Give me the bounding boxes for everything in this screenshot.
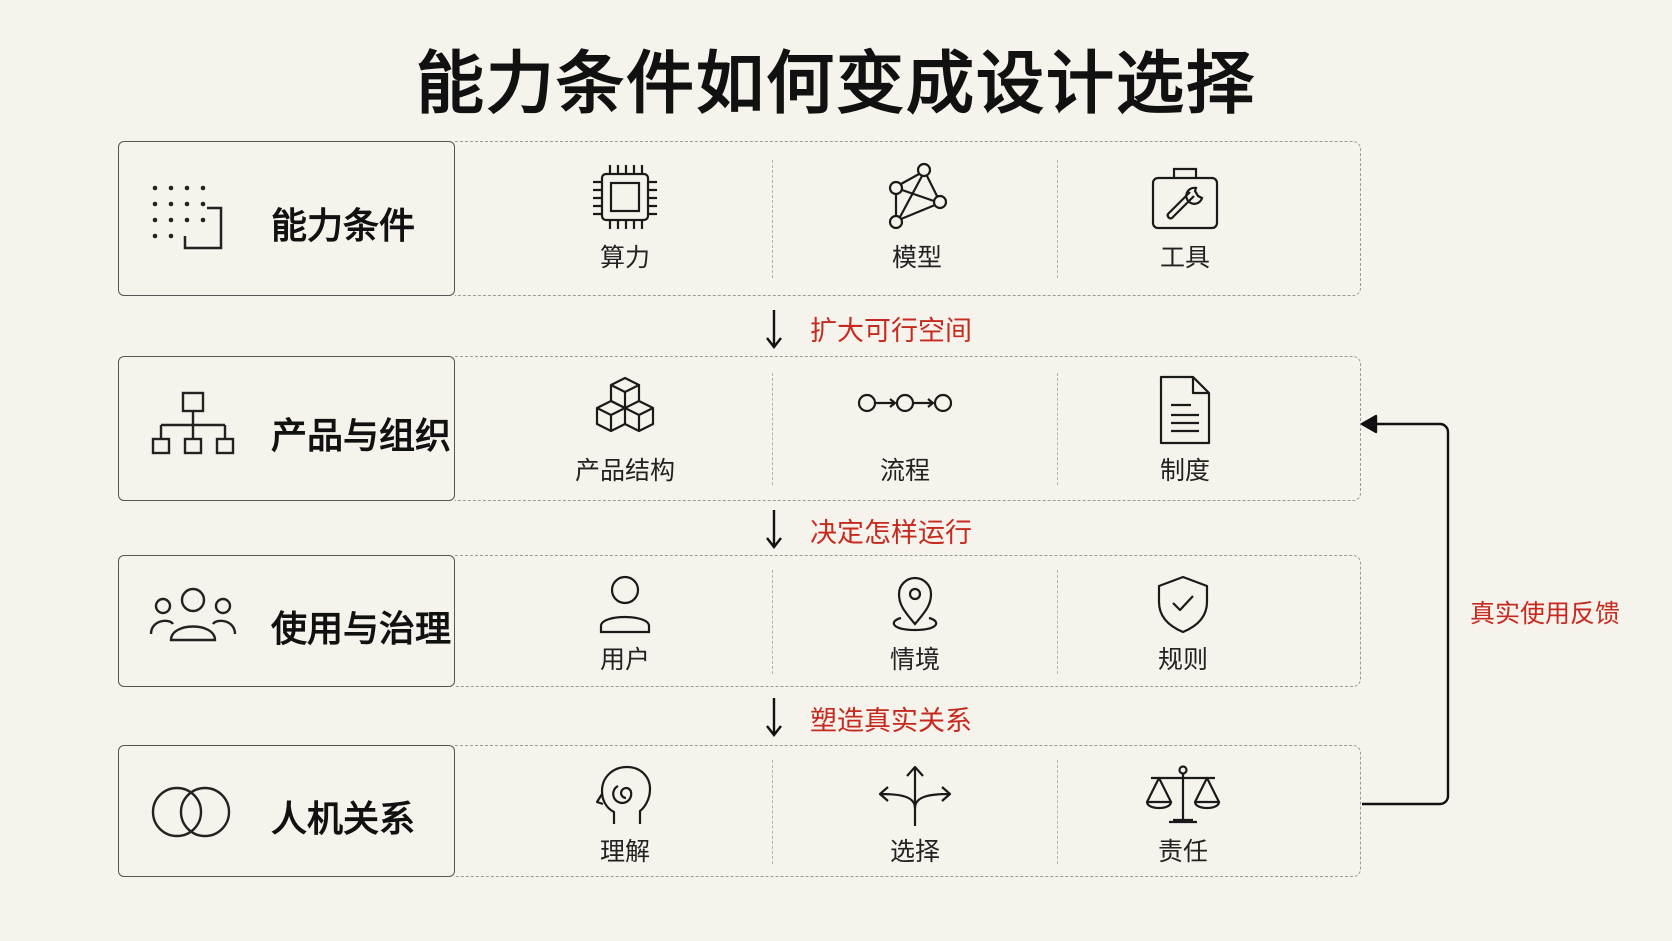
layer-items: 产品结构 流程 制度 — [455, 356, 1361, 501]
layer-items: 算力 模型 工具 — [455, 141, 1361, 296]
item-understanding: 理解 — [525, 764, 725, 868]
map-pin-icon — [892, 576, 938, 632]
layer-label-box: 产品与组织 — [118, 356, 455, 501]
feedback-label: 真实使用反馈 — [1470, 599, 1621, 628]
layer-items: 用户 情境 规则 — [455, 555, 1361, 687]
item-label: 产品结构 — [574, 456, 675, 485]
layer-label-box: 人机关系 — [118, 745, 455, 877]
column-divider — [772, 570, 773, 674]
network-graph-icon — [888, 162, 948, 230]
item-label: 模型 — [891, 243, 942, 272]
item-product-structure: 产品结构 — [525, 375, 725, 487]
branching-arrows-icon — [878, 765, 952, 826]
cubes-icon — [595, 376, 655, 433]
head-mind-icon — [595, 765, 652, 824]
layer-label-text: 产品与组织 — [271, 416, 452, 457]
item-compute: 算力 — [525, 162, 725, 274]
item-rules: 规则 — [1083, 574, 1283, 676]
layer-label-text: 能力条件 — [271, 206, 416, 247]
overlapping-circles-icon — [151, 786, 231, 838]
transition-label: 扩大可行空间 — [810, 316, 972, 347]
item-label: 规则 — [1157, 645, 1208, 674]
column-divider — [772, 160, 773, 278]
layer-label-box: 能力条件 — [118, 141, 455, 296]
item-choice: 选择 — [815, 764, 1015, 868]
page-title: 能力条件如何变成设计选择 — [415, 44, 1256, 124]
item-label: 工具 — [1159, 243, 1210, 272]
item-process: 流程 — [805, 375, 1005, 487]
layer-use-governance: 使用与治理 用户 情境 规则 — [118, 555, 1361, 687]
column-divider — [1057, 760, 1058, 864]
item-context: 情境 — [815, 574, 1015, 676]
column-divider — [1057, 570, 1058, 674]
item-user: 用户 — [525, 574, 725, 676]
item-institution: 制度 — [1085, 375, 1285, 487]
item-tools: 工具 — [1085, 162, 1285, 274]
document-icon — [1159, 375, 1211, 445]
chip-icon — [593, 165, 657, 229]
layer-human-machine: 人机关系 理解 选择 — [118, 745, 1361, 877]
item-label: 用户 — [599, 645, 650, 674]
people-group-icon — [149, 587, 237, 642]
item-label: 情境 — [889, 645, 940, 674]
item-label: 责任 — [1157, 837, 1208, 866]
item-responsibility: 责任 — [1083, 764, 1283, 868]
user-icon — [599, 575, 651, 634]
feedback-loop-arrow — [1360, 414, 1450, 806]
scales-icon — [1145, 765, 1221, 824]
column-divider — [1057, 373, 1058, 485]
down-arrow-icon — [766, 698, 782, 737]
layer-label-box: 使用与治理 — [118, 555, 455, 687]
transition-label: 决定怎样运行 — [810, 518, 972, 549]
down-arrow-icon — [766, 310, 782, 349]
item-label: 选择 — [889, 837, 940, 866]
toolbox-wrench-icon — [1151, 167, 1219, 230]
column-divider — [1057, 160, 1058, 278]
column-divider — [772, 373, 773, 485]
item-label: 算力 — [599, 243, 650, 272]
column-divider — [772, 760, 773, 864]
org-chart-icon — [151, 391, 235, 455]
layer-capability: 能力条件 算力 模型 — [118, 141, 1361, 296]
flow-nodes-icon — [857, 393, 953, 413]
dot-grid-icon — [152, 185, 223, 250]
transition-label: 塑造真实关系 — [810, 706, 972, 737]
item-model: 模型 — [817, 162, 1017, 274]
shield-check-icon — [1157, 575, 1209, 634]
item-label: 制度 — [1159, 456, 1210, 485]
layer-label-text: 人机关系 — [271, 799, 416, 840]
layer-label-text: 使用与治理 — [271, 609, 452, 650]
layer-items: 理解 选择 责任 — [455, 745, 1361, 877]
layer-product-org: 产品与组织 产品结构 流程 — [118, 356, 1361, 501]
item-label: 理解 — [599, 837, 650, 866]
down-arrow-icon — [766, 510, 782, 549]
item-label: 流程 — [879, 456, 930, 485]
